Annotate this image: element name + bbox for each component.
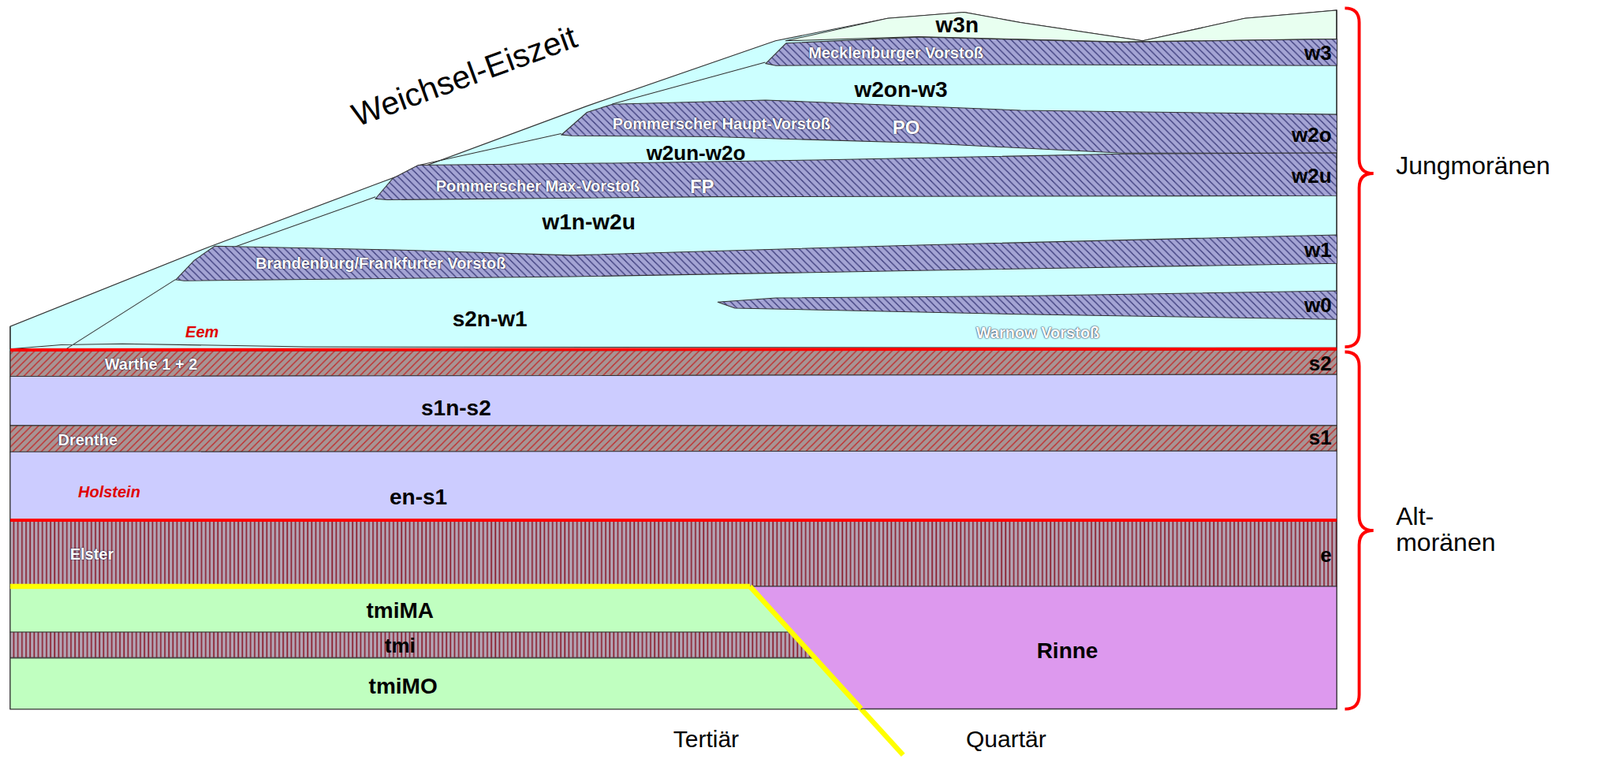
layer-code: w1n-w2u <box>542 211 636 234</box>
band-outline <box>10 425 1337 453</box>
era-title: Weichsel-Eiszeit <box>346 20 582 134</box>
boundary-line <box>10 584 750 590</box>
tertiary-quaternary-boundary <box>861 709 903 756</box>
band-outline <box>10 658 862 710</box>
period-label: Tertiär <box>673 727 739 753</box>
band-shape <box>10 451 1337 521</box>
sediment-band: s2n-w1Eem <box>152 298 582 346</box>
band-shape <box>10 425 1337 453</box>
boundary-line <box>10 518 1337 523</box>
layer-code: s1 <box>1309 427 1332 448</box>
layer-code: w2on-w3 <box>854 78 948 101</box>
layer-code: tmiMA <box>365 600 434 623</box>
moraine-band: Pommerscher Max-Vorstoß FP w2u <box>375 152 1337 201</box>
layer-code: tmi <box>384 635 416 657</box>
layer-code: en-s1 <box>389 486 448 509</box>
moraine-band: w0Warnow Vorstoß <box>717 290 1337 320</box>
boundary-line <box>749 586 862 709</box>
band-shape <box>785 10 1337 42</box>
moraine-band: Warthe 1 + 2 s2 <box>10 350 1337 377</box>
band-name: Warthe 1 + 2 <box>104 356 198 373</box>
band-outline <box>717 290 1337 320</box>
sediment-band: en-s1 Holstein <box>10 451 1337 521</box>
channel-fill: Rinne <box>749 586 1337 709</box>
layer-code: w2u <box>1291 165 1332 187</box>
band-shape <box>717 290 1337 320</box>
layer-code: tmiMO <box>369 675 438 698</box>
layer-code: w3 <box>1304 42 1332 64</box>
moraine-band: Drenthe s1 <box>10 425 1337 453</box>
band-outline <box>10 632 816 658</box>
band-shape <box>10 374 1337 426</box>
layer-code: Rinne <box>1036 640 1099 663</box>
band-name: Warnow Vorstoß <box>976 324 1101 341</box>
layer-code: w2o <box>1291 124 1332 146</box>
surface-line <box>10 62 1337 350</box>
band-name: Mecklenburger Vorstoß <box>808 44 984 61</box>
band-outline <box>765 37 1338 66</box>
bracket <box>1344 352 1373 710</box>
boundary-line <box>10 349 1337 351</box>
moraine-band: Elster e <box>10 520 1337 587</box>
sediment-band: s1n-s2 <box>10 374 1337 426</box>
young-moraine-area <box>10 10 1337 350</box>
tertiary-layer: tmiMA <box>10 586 792 633</box>
band-name: Brandenburg/Frankfurter Vorstoß <box>255 255 506 272</box>
tertiary-layer: tmi <box>10 632 816 658</box>
sediment-band: w1n-w2u <box>510 204 669 239</box>
layer-code: s1n-s2 <box>421 397 492 420</box>
band-name: Pommerscher Haupt-Vorstoß <box>612 115 831 132</box>
layer-code: w3n <box>936 14 979 37</box>
band-outline <box>175 234 1338 281</box>
band-outline <box>375 152 1337 201</box>
band-outline <box>10 586 792 633</box>
band-outline <box>10 350 1337 377</box>
bracket <box>1344 7 1373 347</box>
band-outline <box>785 10 1337 42</box>
layer-code: s2n-w1 <box>452 308 528 331</box>
interglacial-name: Eem <box>185 324 219 340</box>
layer-code: w2un-w2o <box>646 142 746 164</box>
layer-code: w0 <box>1304 294 1332 316</box>
band-name: Pommerscher Max-Vorstoß <box>436 178 641 194</box>
layer-code: w1 <box>1304 239 1332 261</box>
bracket-label: Jungmoränen <box>1395 152 1551 180</box>
band-name: PO <box>892 118 921 138</box>
frame-line <box>10 10 1337 710</box>
layer-code: s2 <box>1309 353 1332 374</box>
sediment-band: w3n <box>785 10 1337 42</box>
band-name: FP <box>689 177 715 197</box>
tertiary-layer: tmiMO <box>10 658 862 710</box>
interglacial-name: Holstein <box>78 484 141 500</box>
bracket-label: Alt- moränen <box>1395 503 1496 557</box>
band-outline <box>10 451 1337 521</box>
moraine-band: Mecklenburger Vorstoß w3 <box>765 37 1338 66</box>
band-name: Elster <box>70 546 115 563</box>
band-shape <box>10 350 1337 377</box>
period-label: Quartär <box>965 727 1047 753</box>
band-shape <box>10 520 1337 587</box>
layer-code: e <box>1320 544 1332 566</box>
band-name: Drenthe <box>57 432 118 448</box>
band-outline <box>749 586 1337 709</box>
band-outline <box>10 520 1337 587</box>
band-outline <box>10 374 1337 426</box>
moraine-band: Brandenburg/Frankfurter Vorstoß w1 <box>175 234 1338 281</box>
